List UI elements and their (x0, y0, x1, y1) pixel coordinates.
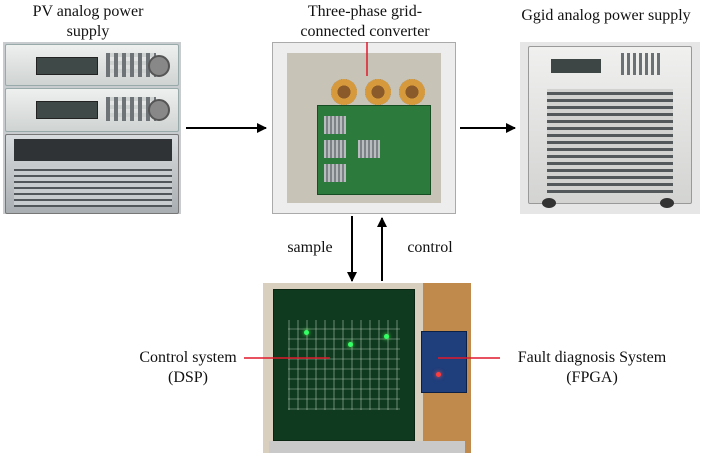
knob (148, 99, 170, 121)
heat-sink (324, 116, 346, 134)
inductor-coil (399, 79, 425, 105)
lcd-display (36, 101, 98, 119)
knob (148, 55, 170, 77)
heat-sink (324, 140, 346, 158)
converter-label-line2: connected converter (300, 23, 430, 40)
grid-power-supply-photo (520, 42, 700, 214)
keypad (621, 53, 661, 75)
fpga-board (421, 331, 467, 393)
power-board (317, 105, 431, 195)
inductor-coil (331, 79, 357, 105)
lcd-display (36, 57, 98, 75)
control-system-photo (263, 283, 471, 453)
keypad (106, 97, 156, 121)
pv-label-line2: supply (66, 23, 110, 40)
fault-diagnosis-label-line2: (FPGA) (566, 369, 618, 386)
pv-unit-middle (5, 88, 179, 132)
grid-label: Ggid analog power supply (521, 7, 691, 24)
cable-tray (269, 441, 465, 453)
dsp-control-board (273, 289, 415, 441)
heat-sink (358, 140, 380, 158)
control-system-label-line1: Control system (139, 349, 237, 366)
keypad (106, 53, 156, 77)
pv-unit-bottom (5, 134, 179, 214)
status-led (384, 334, 389, 339)
caster-wheel (542, 198, 556, 208)
caster-wheel (660, 198, 674, 208)
fault-diagnosis-label-line1: Fault diagnosis System (517, 349, 667, 366)
vent-grille (547, 89, 673, 193)
sample-label: sample (287, 239, 333, 256)
status-led (348, 342, 353, 347)
inductor-coil (365, 79, 391, 105)
pv-unit-top (5, 44, 179, 86)
converter-cabinet (287, 53, 441, 203)
grid-supply-cabinet (528, 46, 692, 204)
control-label: control (407, 239, 453, 256)
status-led (436, 372, 441, 377)
status-led (304, 330, 309, 335)
lcd-display (551, 59, 601, 73)
board-components (288, 320, 400, 410)
control-band (14, 139, 172, 161)
vent-grille (14, 167, 172, 207)
heat-sink (324, 164, 346, 182)
pv-power-supply-photo (3, 42, 181, 214)
converter-label-line1: Three-phase grid- (307, 3, 423, 20)
control-system-label-line2: (DSP) (167, 369, 208, 386)
pv-label-line1: PV analog power (32, 3, 144, 20)
converter-photo (272, 42, 456, 214)
